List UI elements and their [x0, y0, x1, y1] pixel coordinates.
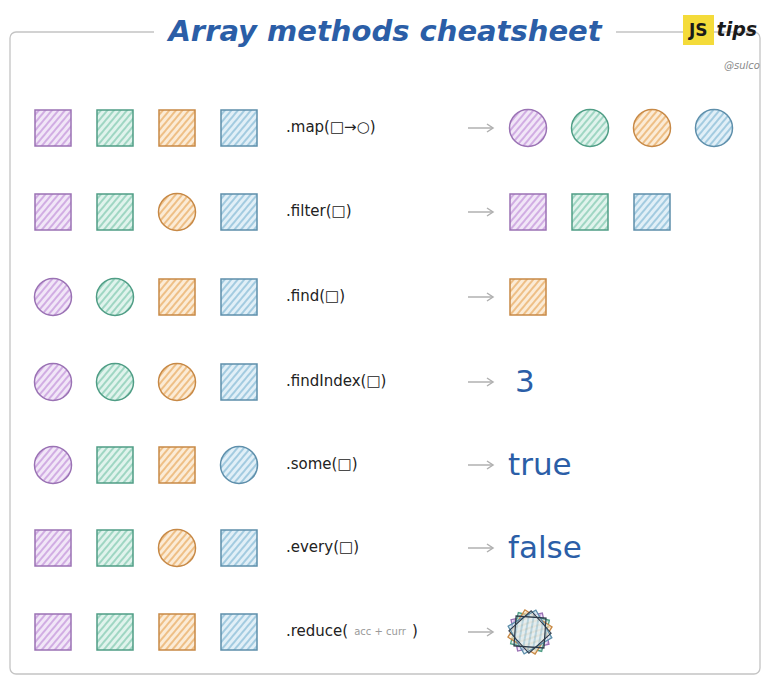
method-call: .findIndex(□) — [286, 373, 386, 390]
parameter-hint: acc + curr — [354, 626, 406, 638]
brand-word: tips — [717, 19, 758, 41]
method-call: .reduce( — [286, 623, 348, 640]
method-call: .some(□) — [286, 456, 357, 473]
frame — [10, 32, 760, 674]
result-value: true — [508, 447, 572, 483]
method-call: .find(□) — [286, 288, 345, 305]
result-value: false — [508, 530, 582, 566]
method-call: .filter(□) — [286, 203, 352, 220]
method-call: .every(□) — [286, 539, 359, 556]
result-value: 3 — [515, 364, 535, 400]
badge-text: JS — [689, 20, 708, 40]
title: Array methods cheatsheet — [154, 15, 615, 48]
js-badge: JS — [683, 15, 714, 45]
reduced-pile — [508, 610, 552, 654]
method-call: .map(□→○) — [286, 119, 376, 136]
author-handle: @sulco — [724, 60, 760, 72]
method-call: ) — [412, 623, 418, 640]
